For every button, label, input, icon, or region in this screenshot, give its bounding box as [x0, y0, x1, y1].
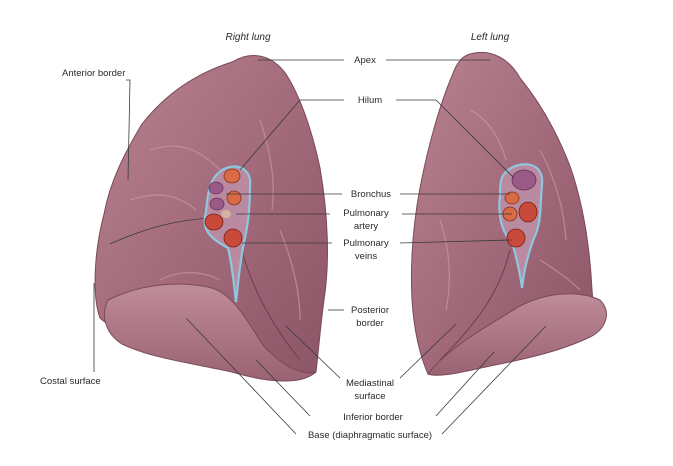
right-lung-title: Right lung: [225, 32, 270, 43]
pulmonary-veins-label-line1: Pulmonary: [343, 238, 389, 249]
right-bronchus-upper: [208, 181, 224, 195]
inferior-border-label: Inferior border: [343, 412, 403, 423]
left-oblique-fissure: [439, 249, 511, 361]
posterior-border-label-line1: Posterior: [351, 305, 389, 316]
right-pulmonary-artery-upper: [223, 168, 241, 184]
left-pulmonary-vein-lower: [506, 228, 526, 248]
right-bronchus-lower: [209, 197, 225, 211]
bronchus-label: Bronchus: [351, 189, 391, 200]
left-pulmonary-artery: [511, 169, 537, 191]
left-lung-base: [427, 293, 607, 376]
hilum-label: Hilum: [358, 95, 382, 106]
left-lung-title: Left lung: [471, 32, 510, 43]
leader-lines: [93, 59, 547, 435]
left-bronchus: [504, 191, 520, 205]
posterior-border-label-line2: border: [356, 318, 383, 329]
right-pulmonary-vein-lower: [223, 228, 243, 248]
costal-surface-label: Costal surface: [40, 376, 101, 387]
pulmonary-artery-label-line2: artery: [354, 221, 379, 232]
right-pulmonary-vein-upper: [204, 213, 224, 231]
right-lung-base: [104, 283, 317, 382]
apex-label: Apex: [354, 55, 376, 66]
anterior-border-label: Anterior border: [62, 68, 125, 79]
pulmonary-artery-label-line1: Pulmonary: [343, 208, 389, 219]
base-label: Base (diaphragmatic surface): [308, 430, 432, 441]
left-pulmonary-vein-mid: [518, 201, 538, 223]
mediastinal-surface-label-line1: Mediastinal: [346, 378, 394, 389]
left-lung: [410, 52, 607, 376]
right-pulmonary-artery-lower: [226, 190, 242, 206]
right-horizontal-fissure: [109, 217, 211, 245]
pulmonary-veins-label-line2: veins: [355, 251, 377, 262]
mediastinal-surface-label-line2: surface: [354, 391, 385, 402]
